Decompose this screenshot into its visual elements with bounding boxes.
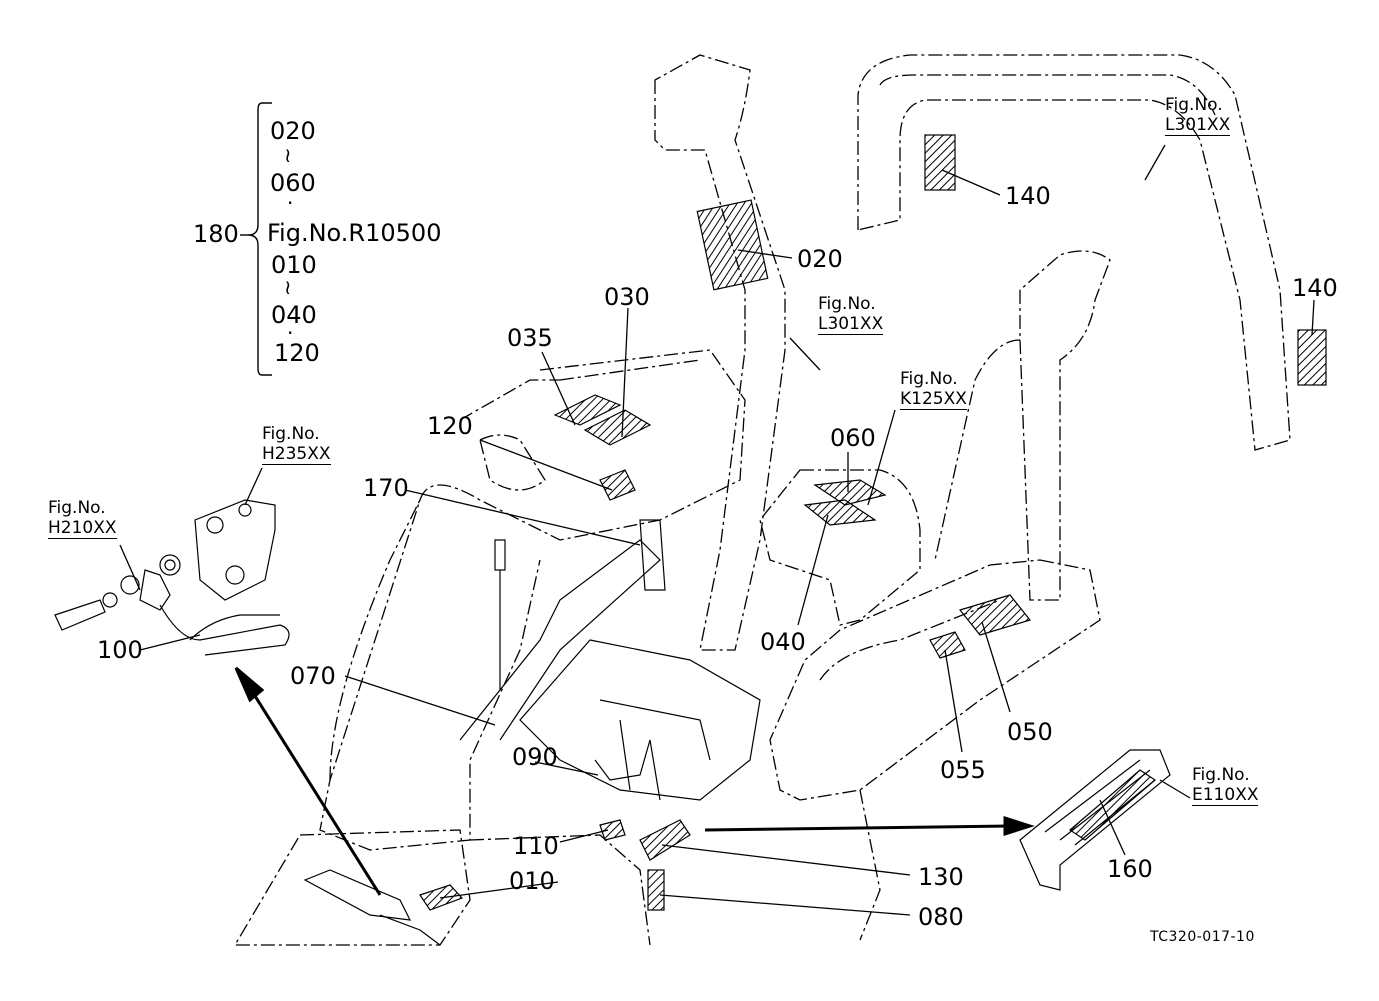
decal-160 — [1069, 769, 1156, 841]
group-line-6: 010 — [271, 251, 317, 279]
part-label-100: 100 — [97, 636, 143, 664]
part-label-010: 010 — [509, 867, 555, 895]
group-line-1: 020 — [270, 117, 316, 145]
part-label-055: 055 — [940, 756, 986, 784]
fig-ref-label: Fig.No. — [1165, 95, 1223, 115]
drawing-code: TC320-017-10 — [1150, 929, 1255, 945]
part-label-120: 120 — [427, 412, 473, 440]
decal-060 — [813, 479, 887, 506]
fig-ref-label: Fig.No. — [1192, 765, 1250, 785]
fig-ref-label: Fig.No. — [48, 498, 106, 518]
group-line-5: Fig.No.R10500 — [267, 219, 442, 247]
direction-arrows — [234, 666, 1035, 896]
decal-050 — [958, 594, 1032, 636]
part-label-030: 030 — [604, 283, 650, 311]
group-line-7: ≀ — [284, 275, 292, 299]
pedal — [303, 869, 441, 946]
leader-lines — [119, 144, 1315, 916]
fig-ref-code: H210XX — [48, 518, 117, 540]
rear-pillar — [934, 250, 1111, 601]
right-fender — [769, 559, 1101, 941]
decal-080 — [647, 869, 665, 911]
decals — [419, 134, 1327, 911]
fig-ref-code: L301XX — [1165, 115, 1231, 137]
decal-110 — [599, 819, 626, 841]
part-label-090: 090 — [512, 743, 558, 771]
fig-ref-l301-mid: Fig.No. L301XX — [818, 294, 884, 336]
fig-ref-code: E110XX — [1192, 785, 1259, 807]
fig-ref-h235: Fig.No. H235XX — [262, 424, 331, 466]
group-bracket — [240, 102, 272, 376]
decal-020 — [696, 199, 769, 291]
decal-130 — [639, 819, 691, 861]
fig-ref-k125: Fig.No. K125XX — [900, 369, 967, 411]
fig-ref-h210: Fig.No. H210XX — [48, 498, 117, 540]
fig-ref-label: Fig.No. — [262, 424, 320, 444]
group-number: 180 — [193, 220, 239, 248]
decal-140b — [1297, 329, 1327, 386]
part-label-050: 050 — [1007, 718, 1053, 746]
part-label-110: 110 — [513, 832, 559, 860]
part-label-130: 130 — [918, 863, 964, 891]
part-label-060: 060 — [830, 424, 876, 452]
group-line-3: 060 — [270, 169, 316, 197]
floor-plate — [233, 829, 651, 946]
fig-ref-e110: Fig.No. E110XX — [1192, 765, 1259, 807]
part-label-140a: 140 — [1005, 182, 1051, 210]
group-line-2: ≀ — [284, 143, 292, 167]
decal-140a — [924, 134, 956, 191]
part-label-020: 020 — [797, 245, 843, 273]
side-panel — [759, 469, 921, 626]
part-label-140b: 140 — [1292, 274, 1338, 302]
part-label-170: 170 — [363, 474, 409, 502]
part-label-035: 035 — [507, 324, 553, 352]
decal-030 — [583, 409, 652, 446]
seat-pillar — [654, 54, 786, 651]
fig-ref-label: Fig.No. — [818, 294, 876, 314]
fig-ref-code: K125XX — [900, 389, 967, 411]
group-line-9: · — [287, 321, 294, 345]
decal-055 — [929, 631, 966, 659]
fig-ref-code: H235XX — [262, 444, 331, 466]
group-line-10: 120 — [274, 339, 320, 367]
group-line-4: · — [287, 191, 294, 215]
shift-lever — [494, 539, 506, 690]
fig-ref-l301-upper: Fig.No. L301XX — [1165, 95, 1231, 137]
decal-040 — [803, 499, 877, 526]
part-label-040: 040 — [760, 628, 806, 656]
rops-frame — [857, 54, 1291, 451]
part-label-080: 080 — [918, 903, 964, 931]
group-line-8: 040 — [271, 301, 317, 329]
fig-ref-label: Fig.No. — [900, 369, 958, 389]
central-mechanism — [459, 519, 761, 801]
part-label-070: 070 — [290, 662, 336, 690]
fig-ref-code: L301XX — [818, 314, 884, 336]
front-console — [319, 349, 746, 851]
part-label-160: 160 — [1107, 855, 1153, 883]
decal-120 — [599, 469, 636, 501]
